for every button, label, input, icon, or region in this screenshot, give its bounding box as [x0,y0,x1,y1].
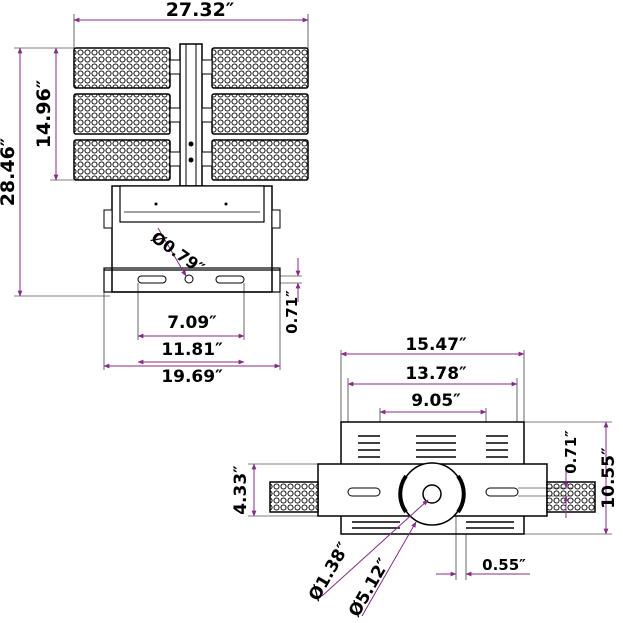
led-modules-right [211,47,309,181]
dim-bracket-hole-small: Ø1.38″ [305,539,355,605]
dim-front-height-modules: 14.96″ [33,79,55,148]
dim-front-slot-offset: 0.71″ [283,290,301,334]
dim-bracket-height-slot: 4.33″ [231,465,251,515]
dim-bracket-width-inner: 9.05″ [411,391,461,411]
dim-front-slot-outer: 11.81″ [161,340,223,360]
led-modules-left [73,47,171,181]
dim-bracket-slot-offset: 0.71″ [562,430,580,474]
center-spine [169,43,213,187]
front-bracket [103,185,281,293]
dim-bracket-width-outer: 15.47″ [405,335,467,355]
dim-bracket-height-total: 10.55″ [599,447,619,509]
dim-front-height-total: 28.46″ [0,137,19,206]
side-clamps [269,481,596,513]
dim-front-slot-inner: 7.09″ [167,313,217,333]
front-view: 27.32″ 28. [0,0,309,387]
dim-bracket-width-mid: 13.78″ [405,364,467,384]
vent-slots-bottom [352,521,514,529]
dim-front-bracket-width: 19.69″ [161,367,223,387]
dim-bracket-edge-offset: 0.55″ [482,556,526,574]
small-hole [422,484,442,504]
vent-slots-top [358,435,508,458]
bracket-view: 15.47″ 13.78″ 9.05″ [231,335,619,621]
dim-front-width: 27.32″ [166,0,235,21]
dim-bracket-hole-large: Ø5.12″ [345,555,395,621]
